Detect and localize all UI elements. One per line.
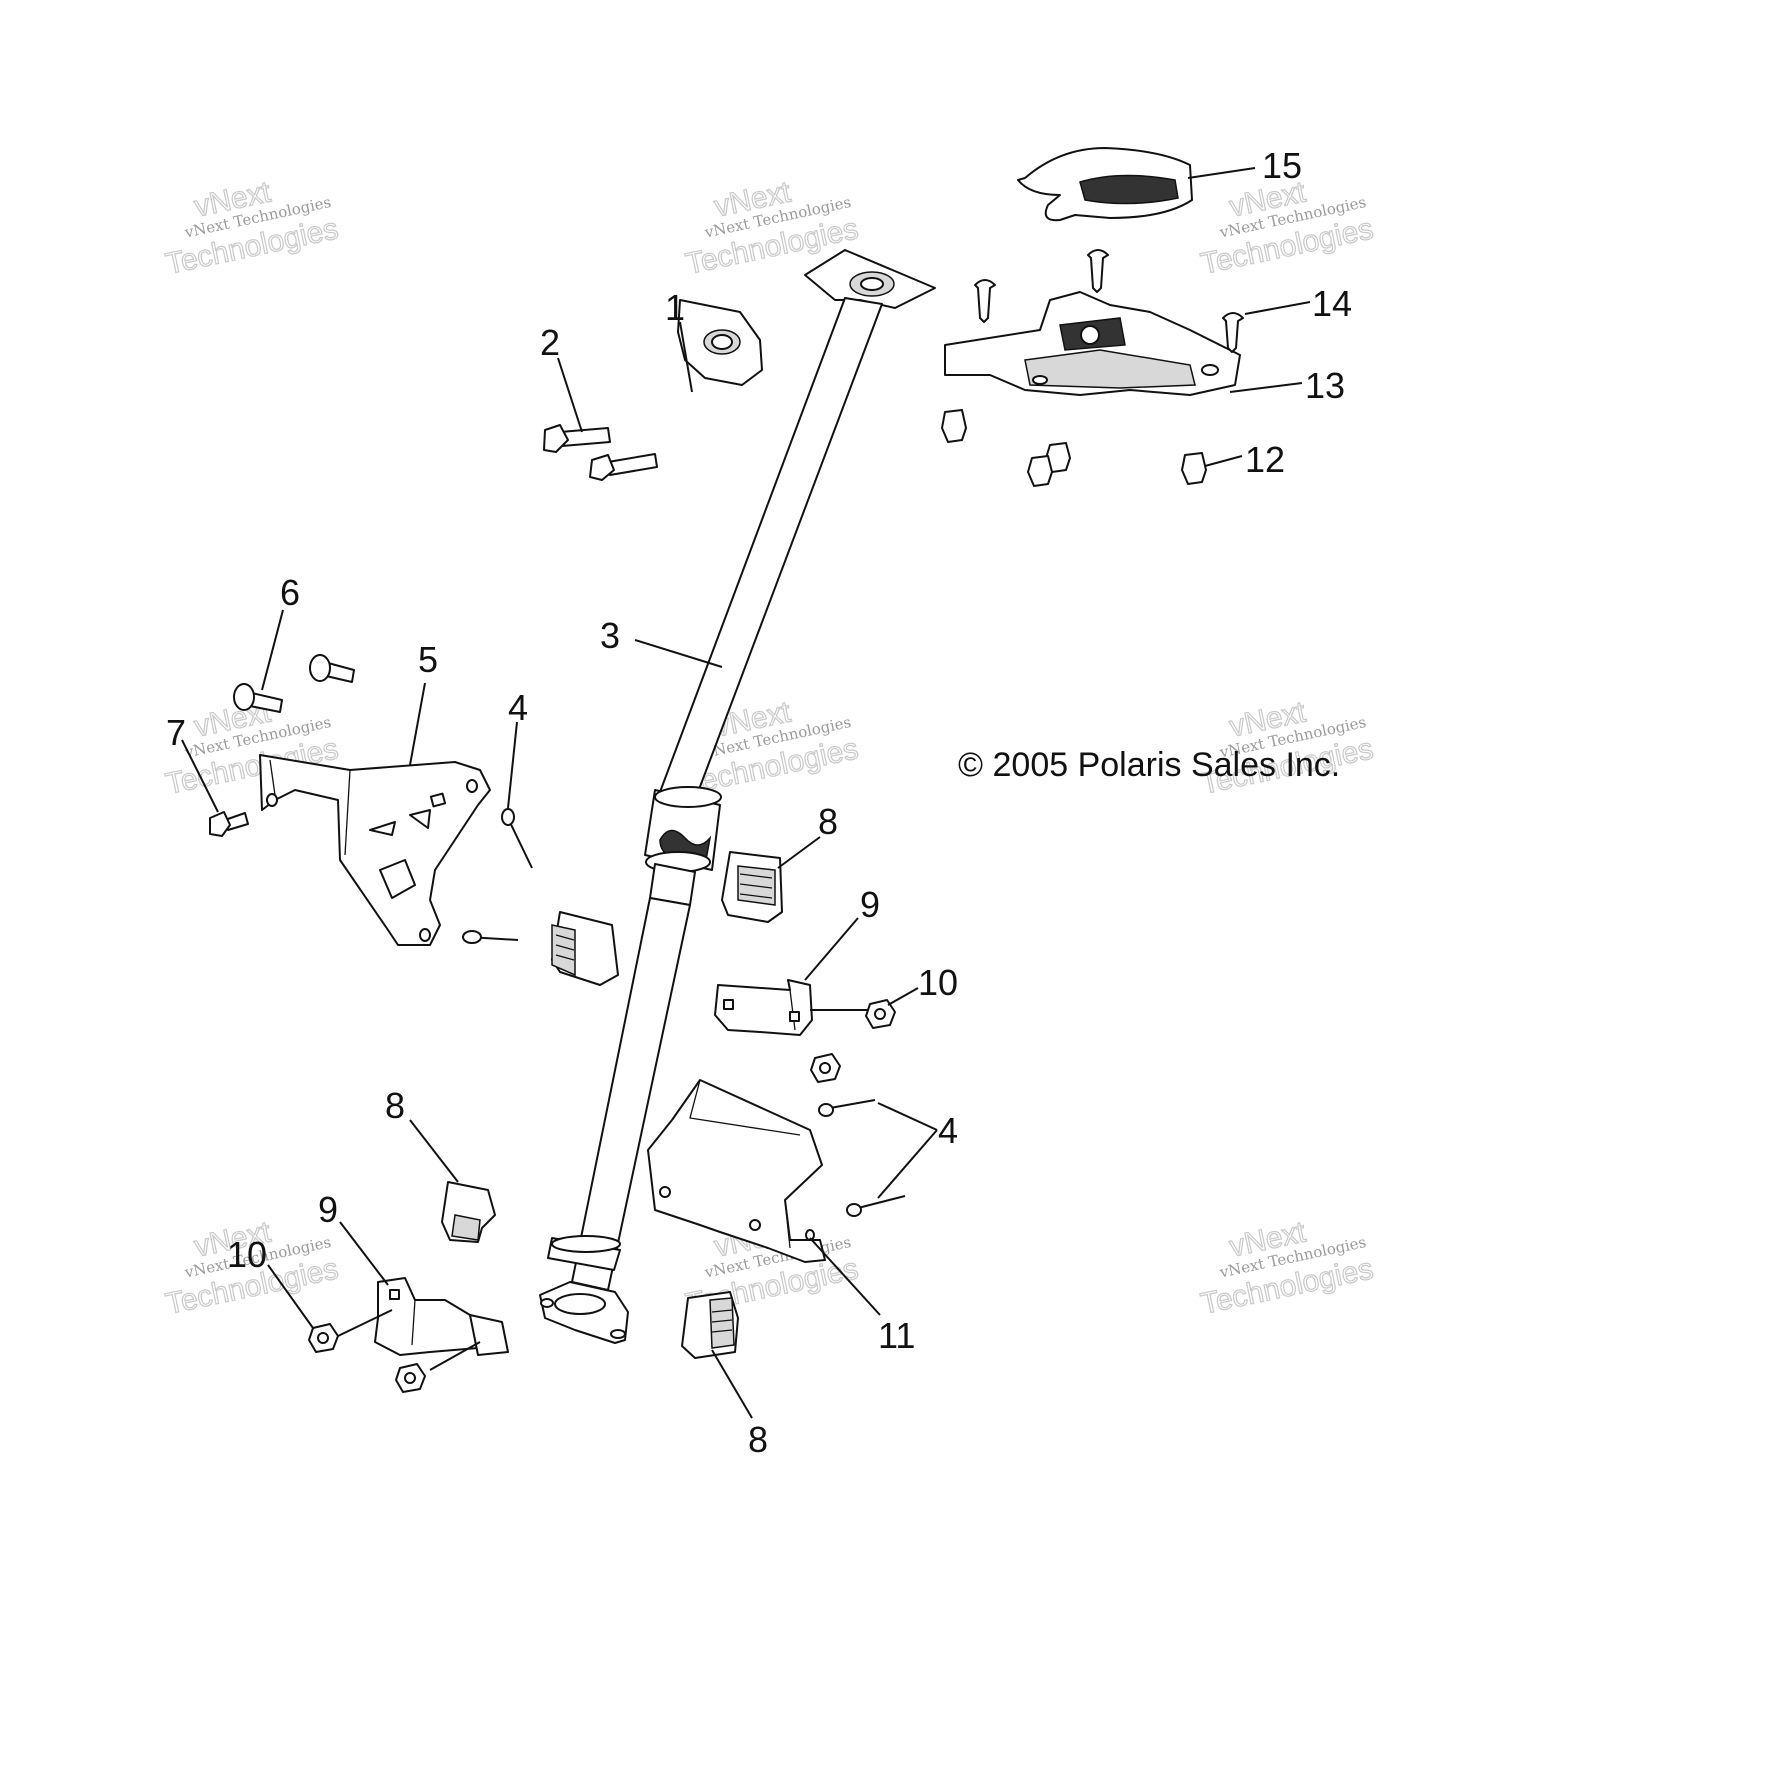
cover-part [1017,147,1193,222]
callout-11: 11 [878,1315,915,1356]
watermark-top-right: vNext vNext Technologies Technologies [1197,175,1376,282]
callout-3: 3 [600,615,620,656]
callout-8-lower: 8 [385,1085,405,1126]
watermark-top-left: vNext vNext Technologies Technologies [162,175,341,282]
callout-2: 2 [540,322,560,363]
callout-4-left: 4 [508,687,528,728]
rivet-part-4-right [818,1099,906,1217]
steering-mount-part [944,291,1241,396]
callouts: 1 2 3 4 4 5 6 7 8 8 8 9 9 10 10 11 12 13… [166,145,1352,1460]
watermark-bottom-right: vNext vNext Technologies Technologies [1197,1215,1376,1322]
nut-part-12 [941,409,1207,487]
callout-6: 6 [280,572,300,613]
bushing-part-8-left [551,911,619,986]
callout-9-upper: 9 [860,884,880,925]
lower-bracket-part [647,1079,826,1263]
leader-lines [181,167,1311,1419]
callout-9-lower: 9 [318,1189,338,1230]
clamp-part-9-lower [374,1277,509,1356]
callout-15: 15 [1262,145,1302,186]
callout-14: 14 [1312,283,1352,324]
bolt-part-6 [233,654,355,713]
watermark-top-center: vNext vNext Technologies Technologies [682,175,861,282]
nut-part-10-upper [810,999,896,1083]
bushing-part-8-right [721,851,783,923]
bushing-part-8-lower [441,1181,496,1243]
nut-part-10-lower [308,1323,426,1393]
callout-10-upper: 10 [918,962,958,1003]
callout-13: 13 [1305,365,1345,406]
callout-1: 1 [665,287,685,328]
callout-12: 12 [1245,439,1285,480]
steering-post-part [539,249,936,1344]
callout-5: 5 [418,639,438,680]
left-bracket-part [259,754,491,946]
callout-10-lower: 10 [227,1234,267,1275]
callout-8-right: 8 [818,801,838,842]
callout-7: 7 [166,712,186,753]
bolt-part-7 [209,811,249,837]
bolt-part-2 [543,424,658,481]
rivet-part-4-left [462,808,533,944]
callout-8-bottom: 8 [748,1419,768,1460]
copyright-notice: © 2005 Polaris Sales Inc. [958,746,1340,784]
callout-4-right: 4 [938,1110,958,1151]
bushing-part-8-bottom [681,1291,739,1359]
clamp-block-part [677,299,763,386]
clamp-part-9-upper [714,979,813,1036]
screw-part-14 [974,249,1244,353]
